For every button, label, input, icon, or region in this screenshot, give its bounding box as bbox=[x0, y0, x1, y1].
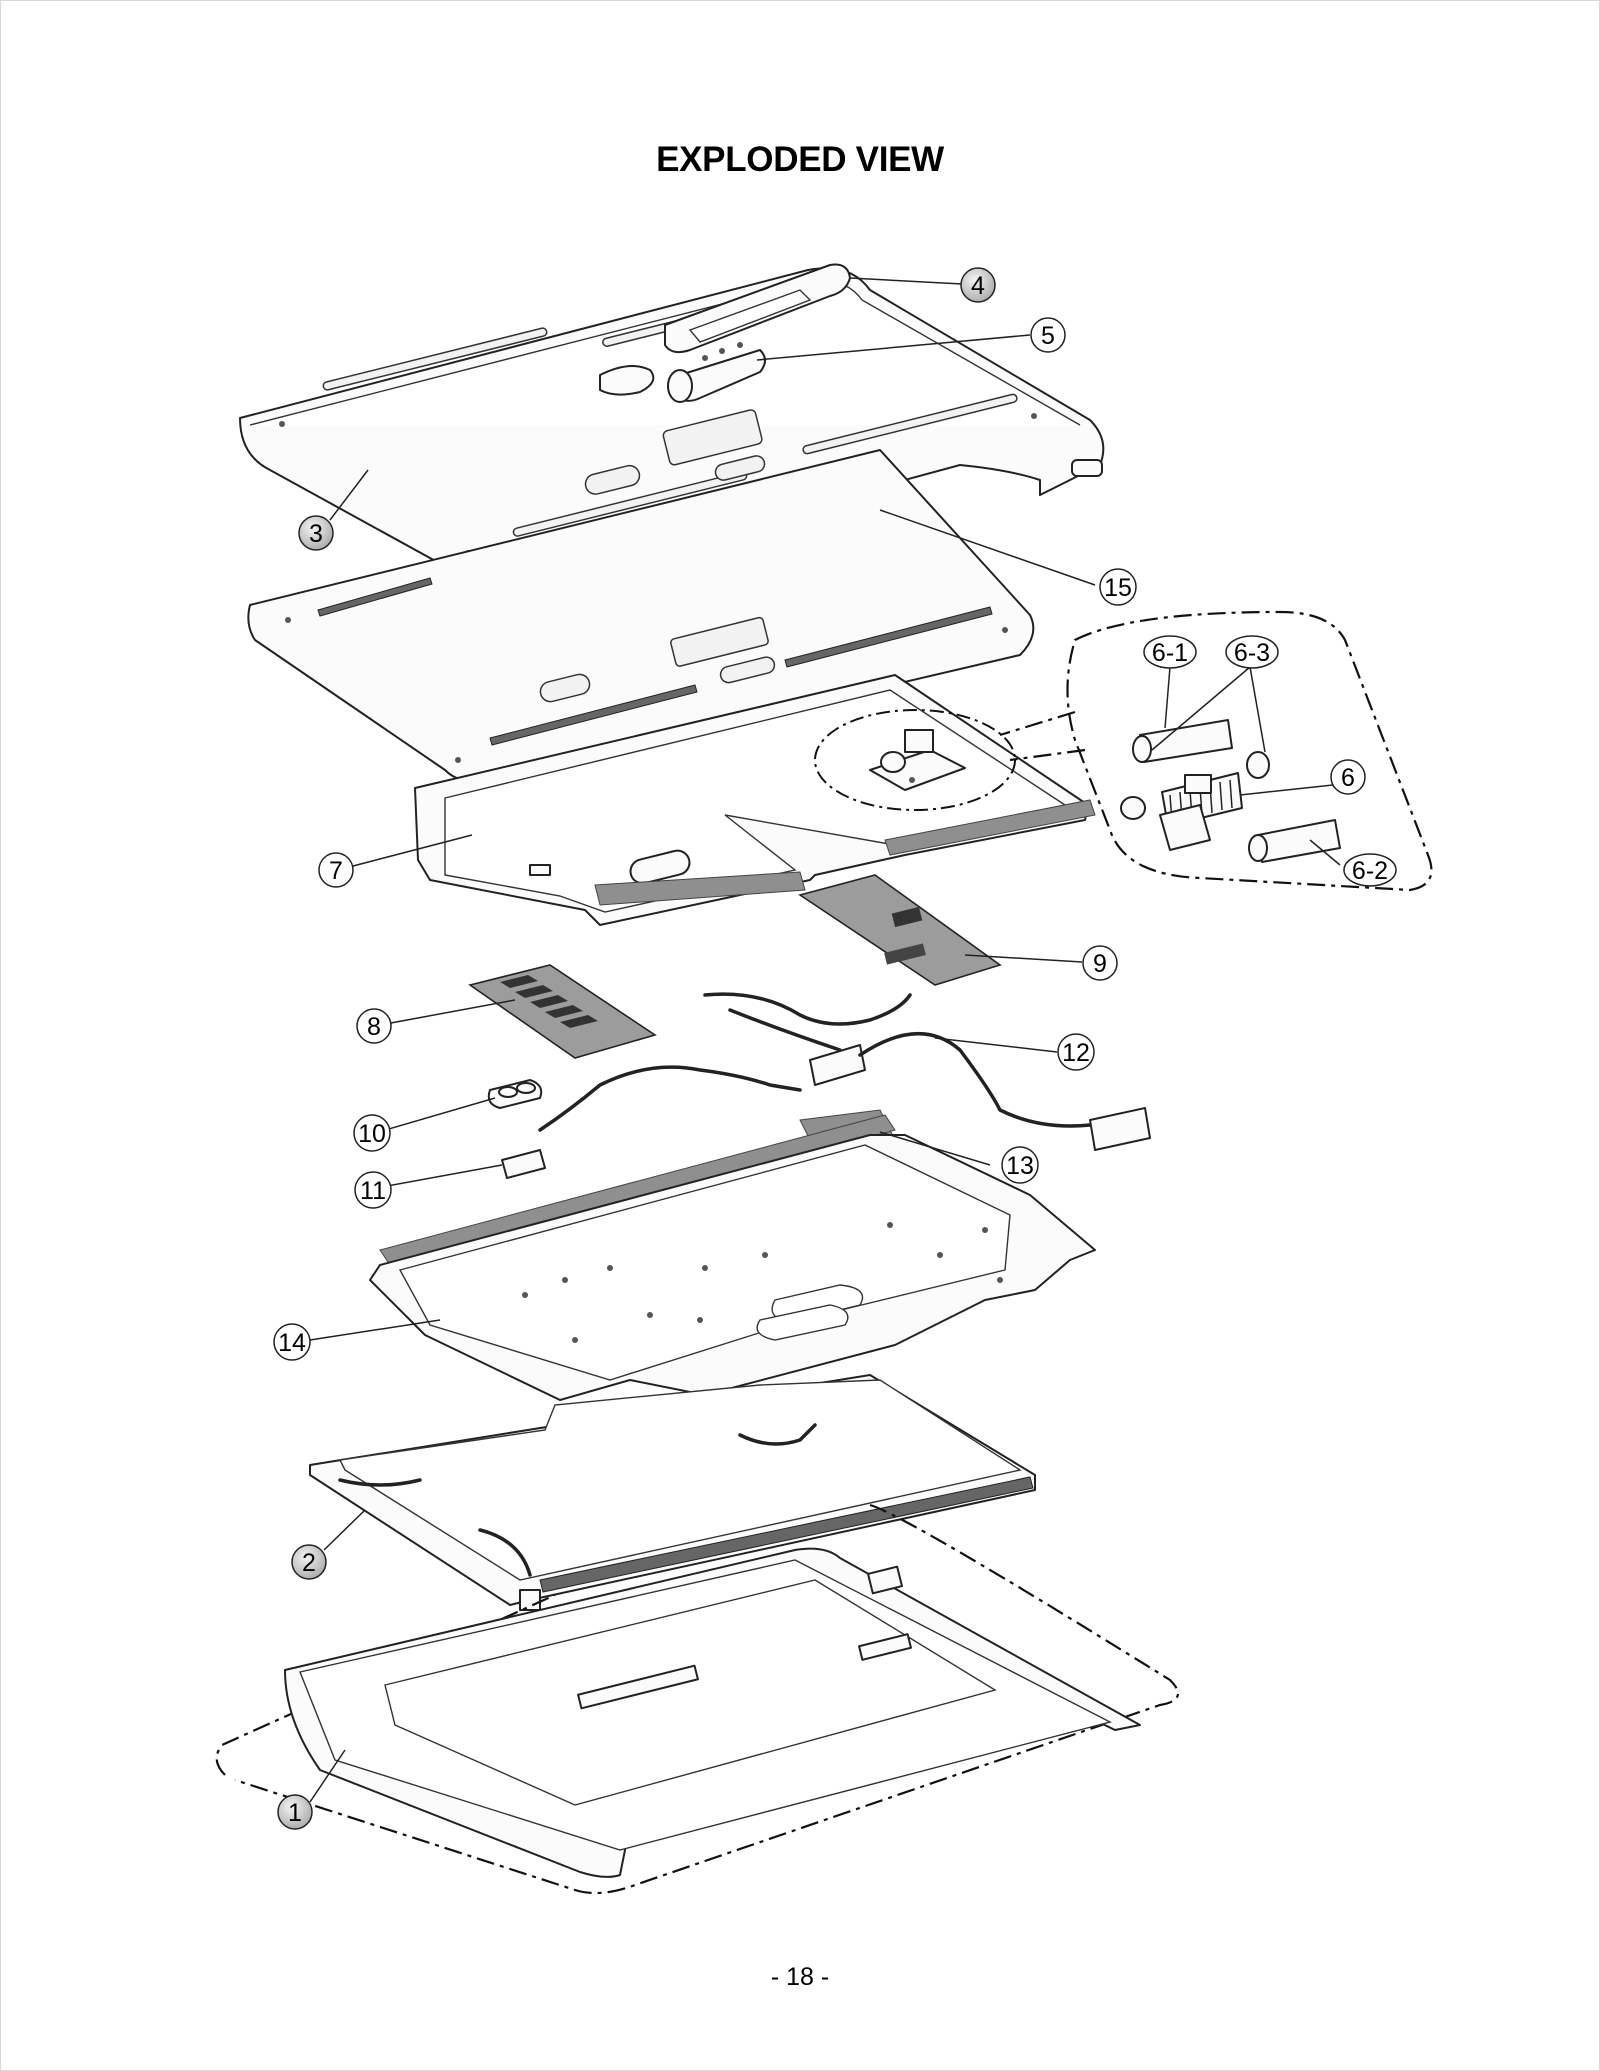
callout-12: 12 bbox=[1057, 1033, 1095, 1071]
leader-lines bbox=[309, 277, 1341, 1803]
callout-11: 11 bbox=[354, 1171, 392, 1209]
control-board-part-11 bbox=[501, 1065, 802, 1179]
callout-5: 5 bbox=[1030, 317, 1066, 353]
callout-10: 10 bbox=[353, 1114, 391, 1152]
control-button-part-10 bbox=[487, 1079, 543, 1109]
hinge-detail-bubble bbox=[999, 610, 1433, 892]
stand-bracket-part-4-5 bbox=[664, 263, 851, 403]
main-chassis-part-14 bbox=[369, 1134, 1096, 1401]
svg-text:6-2: 6-2 bbox=[1352, 857, 1388, 885]
page-title: EXPLODED VIEW bbox=[656, 140, 944, 179]
svg-text:12: 12 bbox=[1062, 1039, 1090, 1067]
main-board-part-9 bbox=[798, 874, 1002, 986]
svg-text:9: 9 bbox=[1093, 950, 1107, 978]
lcd-panel-part-2 bbox=[309, 1374, 1036, 1611]
callout-14: 14 bbox=[273, 1323, 311, 1361]
rear-shield-part-15 bbox=[247, 449, 1035, 783]
svg-text:8: 8 bbox=[367, 1013, 381, 1041]
callout-6: 6 bbox=[1330, 759, 1366, 795]
callout-13: 13 bbox=[1001, 1146, 1039, 1184]
callout-6-2: 6-2 bbox=[1343, 853, 1397, 887]
svg-text:10: 10 bbox=[358, 1120, 386, 1148]
callout-8: 8 bbox=[356, 1008, 392, 1044]
callout-7: 7 bbox=[318, 852, 354, 888]
callout-15: 15 bbox=[1099, 568, 1137, 606]
callout-2: 2 bbox=[291, 1544, 327, 1580]
svg-text:4: 4 bbox=[971, 272, 985, 300]
hinge-on-frame bbox=[814, 709, 1016, 811]
callout-6-1: 6-1 bbox=[1143, 635, 1197, 669]
callout-6-3: 6-3 bbox=[1225, 635, 1279, 669]
inverter-board-part-8 bbox=[468, 964, 657, 1059]
signal-cable-part-12 bbox=[703, 992, 1151, 1151]
svg-text:6-3: 6-3 bbox=[1234, 639, 1270, 667]
svg-text:5: 5 bbox=[1041, 322, 1055, 350]
svg-text:7: 7 bbox=[329, 857, 343, 885]
svg-text:6-1: 6-1 bbox=[1152, 639, 1188, 667]
svg-text:6: 6 bbox=[1341, 764, 1355, 792]
svg-text:14: 14 bbox=[278, 1329, 306, 1357]
page-number: - 18 - bbox=[770, 1963, 830, 1991]
svg-text:2: 2 bbox=[302, 1549, 316, 1577]
svg-text:1: 1 bbox=[288, 1799, 302, 1827]
svg-text:11: 11 bbox=[360, 1177, 386, 1205]
callout-1: 1 bbox=[277, 1794, 313, 1830]
callout-4: 4 bbox=[960, 267, 996, 303]
callout-9: 9 bbox=[1082, 945, 1118, 981]
svg-text:15: 15 bbox=[1104, 574, 1132, 602]
callout-3: 3 bbox=[298, 515, 334, 551]
svg-text:13: 13 bbox=[1006, 1152, 1034, 1180]
svg-text:3: 3 bbox=[309, 520, 323, 548]
front-bezel-part-1 bbox=[215, 1503, 1180, 1895]
